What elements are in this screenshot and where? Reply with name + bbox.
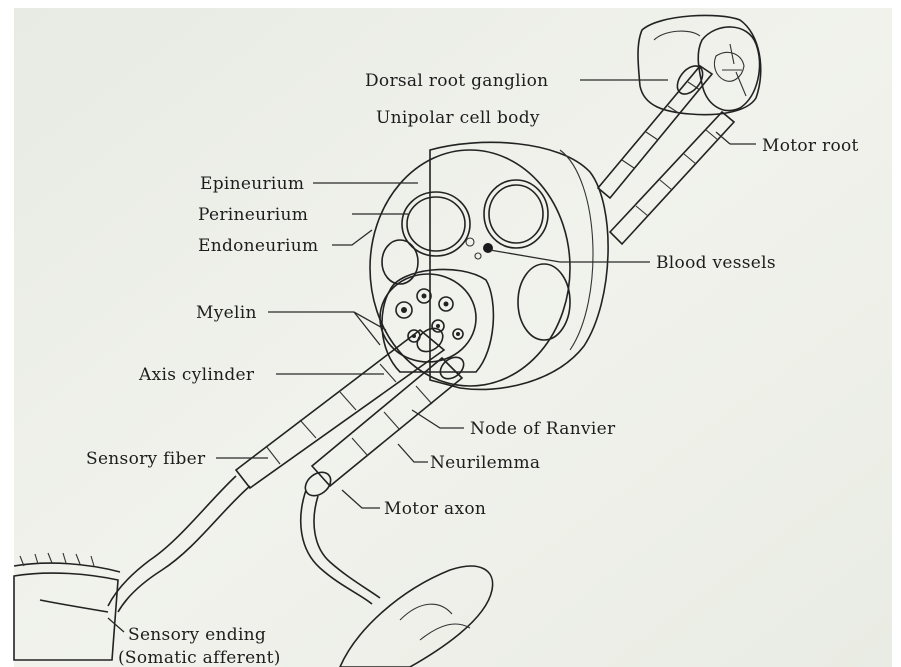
label-endoneurium: Endoneurium: [198, 236, 318, 256]
label-sensory-fiber: Sensory fiber: [86, 449, 206, 469]
label-node-of-ranvier: Node of Ranvier: [470, 419, 616, 439]
label-perineurium: Perineurium: [198, 205, 308, 225]
blood-vessel: [483, 243, 493, 253]
label-motor-root: Motor root: [762, 136, 859, 156]
label-neurilemma: Neurilemma: [430, 453, 540, 473]
label-somatic-afferent: (Somatic afferent): [118, 648, 281, 667]
label-motor-axon: Motor axon: [384, 499, 486, 519]
label-blood-vessels: Blood vessels: [656, 253, 776, 273]
paper-background: [14, 8, 892, 667]
label-unipolar-cell-body: Unipolar cell body: [376, 108, 540, 128]
label-axis-cylinder: Axis cylinder: [138, 365, 255, 385]
label-epineurium: Epineurium: [200, 174, 304, 194]
label-myelin: Myelin: [196, 303, 257, 323]
label-dorsal-root-ganglion: Dorsal root ganglion: [365, 71, 548, 91]
label-sensory-ending: Sensory ending: [128, 625, 266, 645]
